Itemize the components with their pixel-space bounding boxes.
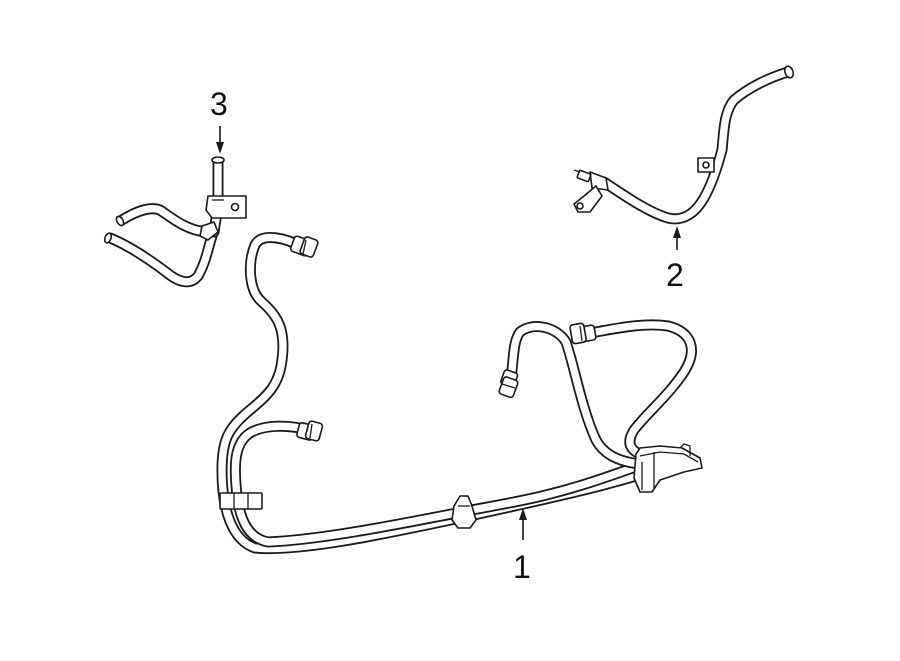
fitting-right-lower <box>498 369 519 399</box>
part-3-cooler-line: 3 <box>103 86 247 288</box>
clip-left <box>219 492 263 510</box>
part-2-cooler-line: 2 <box>573 65 795 293</box>
bracket-right <box>633 443 703 493</box>
callout-3-label: 3 <box>210 86 228 122</box>
part-1-cooler-line-assembly: 1 <box>216 232 703 585</box>
callout-3-arrow <box>216 126 224 154</box>
part-2-fitting <box>573 169 609 213</box>
callout-1-arrow <box>519 508 527 540</box>
fitting-right-upper <box>569 322 597 345</box>
callout-1-label: 1 <box>513 549 531 585</box>
callout-2-label: 2 <box>666 257 684 293</box>
callout-2-arrow <box>673 226 681 250</box>
clip-middle <box>451 495 477 529</box>
fitting-upper-left <box>289 235 319 258</box>
fitting-middle-left <box>296 420 324 442</box>
part-3-bracket <box>199 195 247 241</box>
